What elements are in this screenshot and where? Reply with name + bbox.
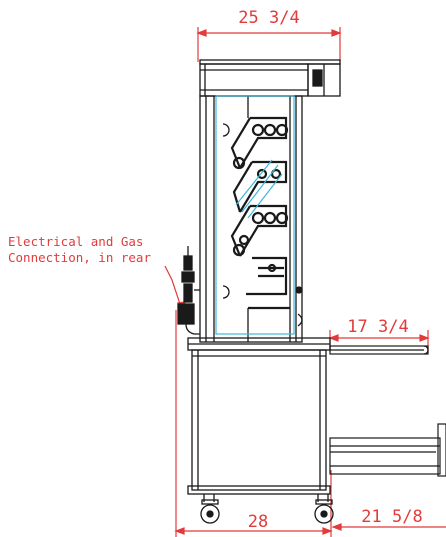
drawer-tray (329, 423, 446, 477)
dimension-top-width-label: 25 3/4 (238, 8, 299, 28)
glass-door (215, 95, 295, 335)
rotisserie-cabinet (199, 59, 341, 343)
base-stand (187, 337, 331, 495)
dimension-side-extension-label: 17 3/4 (347, 317, 408, 337)
dimension-base-width-label: 28 (248, 512, 268, 532)
gas-electrical-connection (177, 246, 200, 335)
caster-wheels (200, 494, 334, 524)
connection-note-line2: Connection, in rear (8, 250, 151, 265)
dimension-base-width (174, 310, 333, 537)
dimension-drawer-depth (331, 523, 446, 531)
connection-note-line1: Electrical and Gas (8, 234, 143, 249)
side-shelf (329, 345, 429, 355)
dimension-drawer-depth-label: 21 5/8 (361, 507, 422, 527)
dimension-side-extension (328, 330, 430, 352)
dimension-top-width (196, 27, 342, 62)
spit-holders (230, 116, 290, 310)
